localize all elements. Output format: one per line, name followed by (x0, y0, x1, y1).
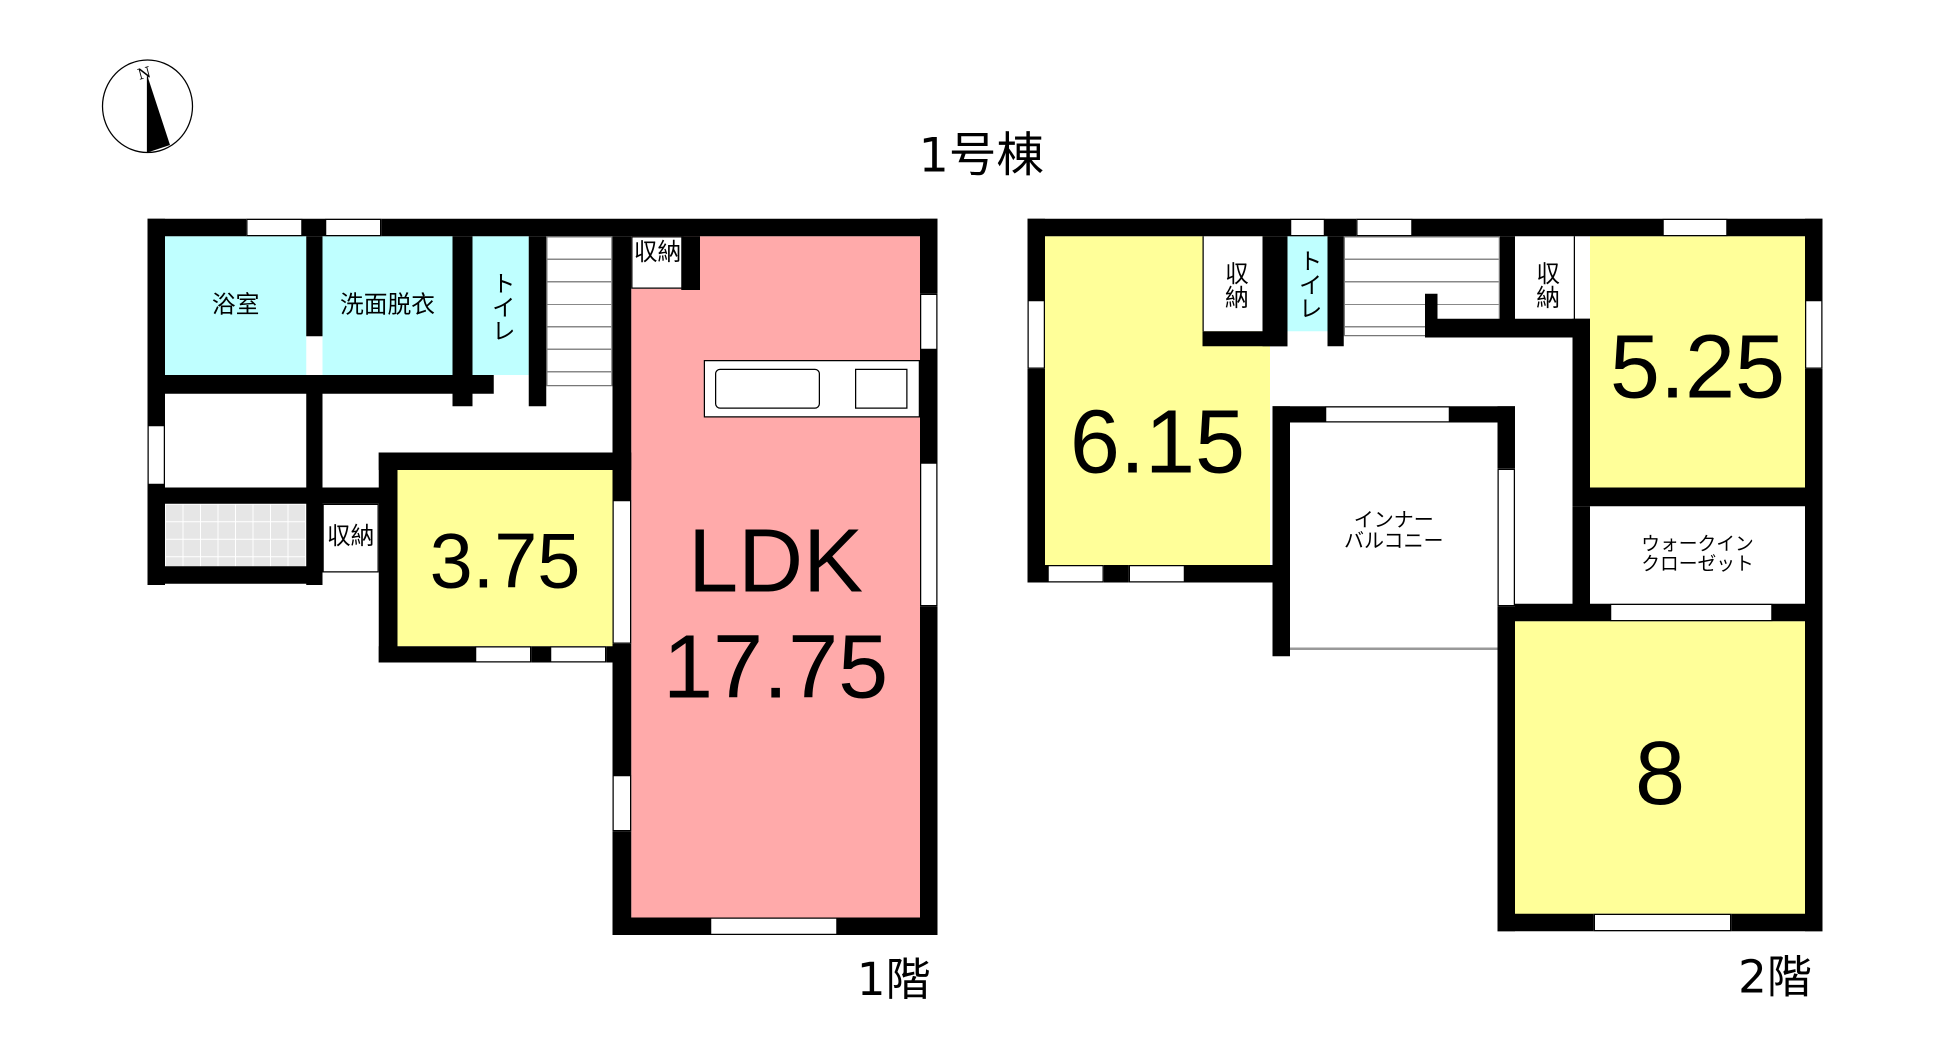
wall (1500, 236, 1515, 332)
window (325, 218, 382, 237)
wall (1572, 487, 1823, 507)
label-ldk-name: LDK (688, 511, 864, 612)
window (475, 646, 532, 663)
kitchen-counter (703, 360, 920, 418)
building-title: 1号棟 (918, 127, 1044, 183)
window (710, 917, 838, 935)
wall (1425, 318, 1590, 338)
wall (1272, 406, 1290, 657)
wall (147, 375, 494, 394)
window (246, 218, 303, 237)
room-washroom (322, 236, 453, 375)
wall (681, 236, 700, 290)
label-walk-in-closet: ウォークイン クローゼット (1641, 532, 1754, 575)
window (1593, 913, 1732, 932)
window (1610, 603, 1773, 622)
label-room-615: 6.15 (1069, 392, 1246, 493)
label-toilet-1f: トイレ (488, 270, 516, 342)
wall (1497, 603, 1515, 932)
label-toilet-2f: トイレ (1294, 248, 1323, 320)
wall (378, 452, 398, 663)
label-inner-balcony: インナー バルコニー (1343, 507, 1444, 553)
window (1027, 300, 1045, 369)
wall (1027, 218, 1823, 237)
floor-label-1f: 1階 (856, 955, 931, 1007)
staircase-1f (546, 236, 613, 387)
wall (1327, 236, 1344, 347)
wall (306, 236, 323, 337)
wall (1497, 406, 1515, 469)
label-storage-1f-top: 収納 (633, 238, 682, 267)
wall (1572, 506, 1590, 607)
window (612, 500, 632, 644)
room-8 (1515, 621, 1805, 915)
storage-2f-b (1515, 236, 1575, 332)
window (612, 775, 632, 832)
window (1497, 468, 1515, 607)
wall (1805, 218, 1823, 932)
compass-icon: N (100, 58, 195, 156)
inner-balcony (1290, 422, 1498, 650)
label-bath: 浴室 (211, 291, 260, 319)
label-storage-2f-b: 収納 (1532, 260, 1560, 309)
window (550, 646, 607, 663)
wall (306, 375, 323, 585)
window (1047, 565, 1104, 583)
storage-1f-mid (322, 503, 379, 573)
room-bath (165, 236, 307, 375)
room-375 (397, 470, 613, 647)
wall (1425, 293, 1438, 338)
window (1128, 565, 1185, 583)
window (920, 293, 938, 350)
window (1290, 218, 1325, 237)
label-room-525: 5.25 (1609, 317, 1786, 418)
room-toilet-2f (1287, 236, 1328, 332)
sink-icon (715, 368, 820, 409)
wall (147, 487, 398, 504)
wall (1572, 318, 1590, 490)
window (1662, 218, 1728, 237)
stove-icon (855, 368, 908, 409)
walk-in-closet (1590, 506, 1805, 604)
window (1325, 406, 1450, 423)
label-room-375: 3.75 (429, 519, 581, 606)
compass-label: N (136, 63, 153, 84)
window (147, 425, 165, 485)
room-toilet-1f (472, 236, 529, 375)
room-525 (1590, 236, 1805, 488)
wall (1202, 331, 1288, 347)
wall (452, 236, 473, 407)
wall (1027, 218, 1045, 583)
wall (147, 566, 323, 584)
window (920, 462, 938, 607)
wall (528, 236, 547, 407)
label-room-8: 8 (1634, 724, 1686, 825)
wall (378, 452, 632, 470)
floor-label-2f: 2階 (1738, 952, 1812, 1004)
label-storage-2f-a: 収納 (1221, 260, 1249, 309)
storage-2f-a (1202, 236, 1265, 332)
storage-1f-top (631, 236, 684, 289)
label-washroom: 洗面脱衣 (339, 291, 435, 319)
window (1805, 300, 1823, 369)
wall (1262, 236, 1288, 347)
room-ldk (631, 236, 920, 918)
wall (147, 218, 165, 585)
label-ldk-size: 17.75 (663, 617, 889, 718)
label-storage-1f-mid: 収納 (326, 522, 375, 551)
window (1356, 218, 1413, 237)
